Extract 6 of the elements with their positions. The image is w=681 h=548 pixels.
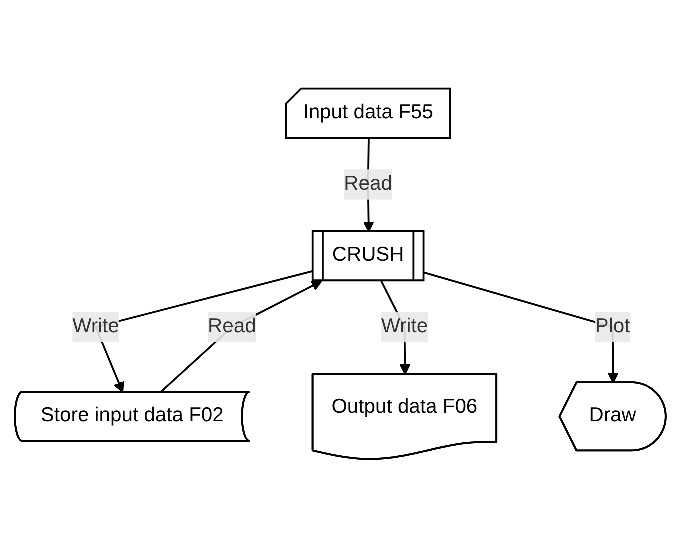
edge-label: Write (381, 316, 428, 338)
edge-label: Plot (595, 316, 630, 338)
edge-label: Read (344, 173, 392, 195)
edge-label: Write (72, 316, 120, 338)
edge-label: Read (208, 316, 256, 338)
arrow (160, 280, 322, 394)
